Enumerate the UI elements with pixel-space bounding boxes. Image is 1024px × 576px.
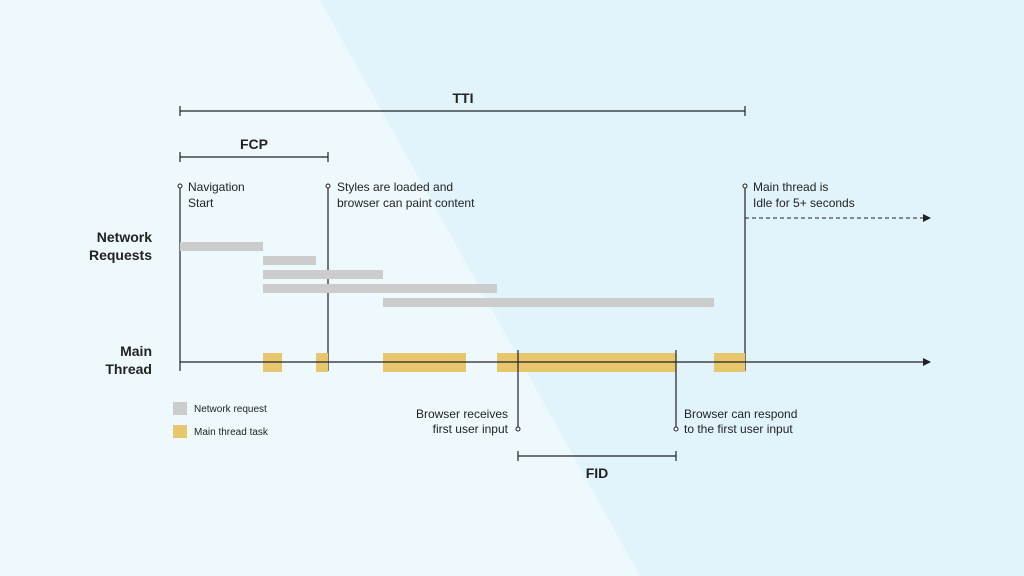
main-row-label-line2: Thread bbox=[105, 361, 152, 377]
first-input-marker bbox=[515, 426, 521, 432]
navigation-label-line2: Start bbox=[188, 196, 214, 210]
background-accent-shape bbox=[320, 0, 1024, 576]
respond-label-line2: to the first user input bbox=[684, 422, 793, 436]
network-row-label-line2: Requests bbox=[89, 247, 152, 263]
tti-label: TTI bbox=[453, 90, 474, 106]
network-request-bar-3 bbox=[263, 270, 383, 279]
fid-bracket: FID bbox=[517, 451, 677, 481]
fcp-label: FCP bbox=[240, 136, 268, 152]
legend: Network request Main thread task bbox=[173, 402, 269, 438]
styles-label-line2: browser can paint content bbox=[337, 196, 475, 210]
network-request-bar-1 bbox=[180, 242, 263, 251]
respond-marker bbox=[673, 426, 679, 432]
legend-task-swatch bbox=[173, 425, 187, 438]
legend-network-label: Network request bbox=[194, 404, 267, 415]
tti-bracket: TTI bbox=[179, 90, 746, 116]
navigation-label-line1: Navigation bbox=[188, 180, 245, 194]
fid-label: FID bbox=[586, 465, 609, 481]
network-request-bar-4 bbox=[263, 284, 497, 293]
tti-event-marker bbox=[742, 183, 748, 189]
idle-label-line1: Main thread is bbox=[753, 180, 828, 194]
input-label-line1: Browser receives bbox=[416, 407, 508, 421]
navigation-start-marker bbox=[177, 183, 183, 189]
network-request-bar-2 bbox=[263, 256, 316, 265]
fcp-event-marker bbox=[325, 183, 331, 189]
input-label-line2: first user input bbox=[433, 422, 509, 436]
styles-label-line1: Styles are loaded and bbox=[337, 180, 453, 194]
legend-task-label: Main thread task bbox=[194, 427, 269, 438]
main-row-label-line1: Main bbox=[120, 343, 152, 359]
legend-network-swatch bbox=[173, 402, 187, 415]
respond-label-line1: Browser can respond bbox=[684, 407, 797, 421]
network-request-bar-5 bbox=[383, 298, 714, 307]
fcp-bracket: FCP bbox=[179, 136, 329, 162]
network-requests-group bbox=[180, 242, 714, 307]
network-row-label-line1: Network bbox=[97, 229, 152, 245]
idle-label-line2: Idle for 5+ seconds bbox=[753, 196, 855, 210]
